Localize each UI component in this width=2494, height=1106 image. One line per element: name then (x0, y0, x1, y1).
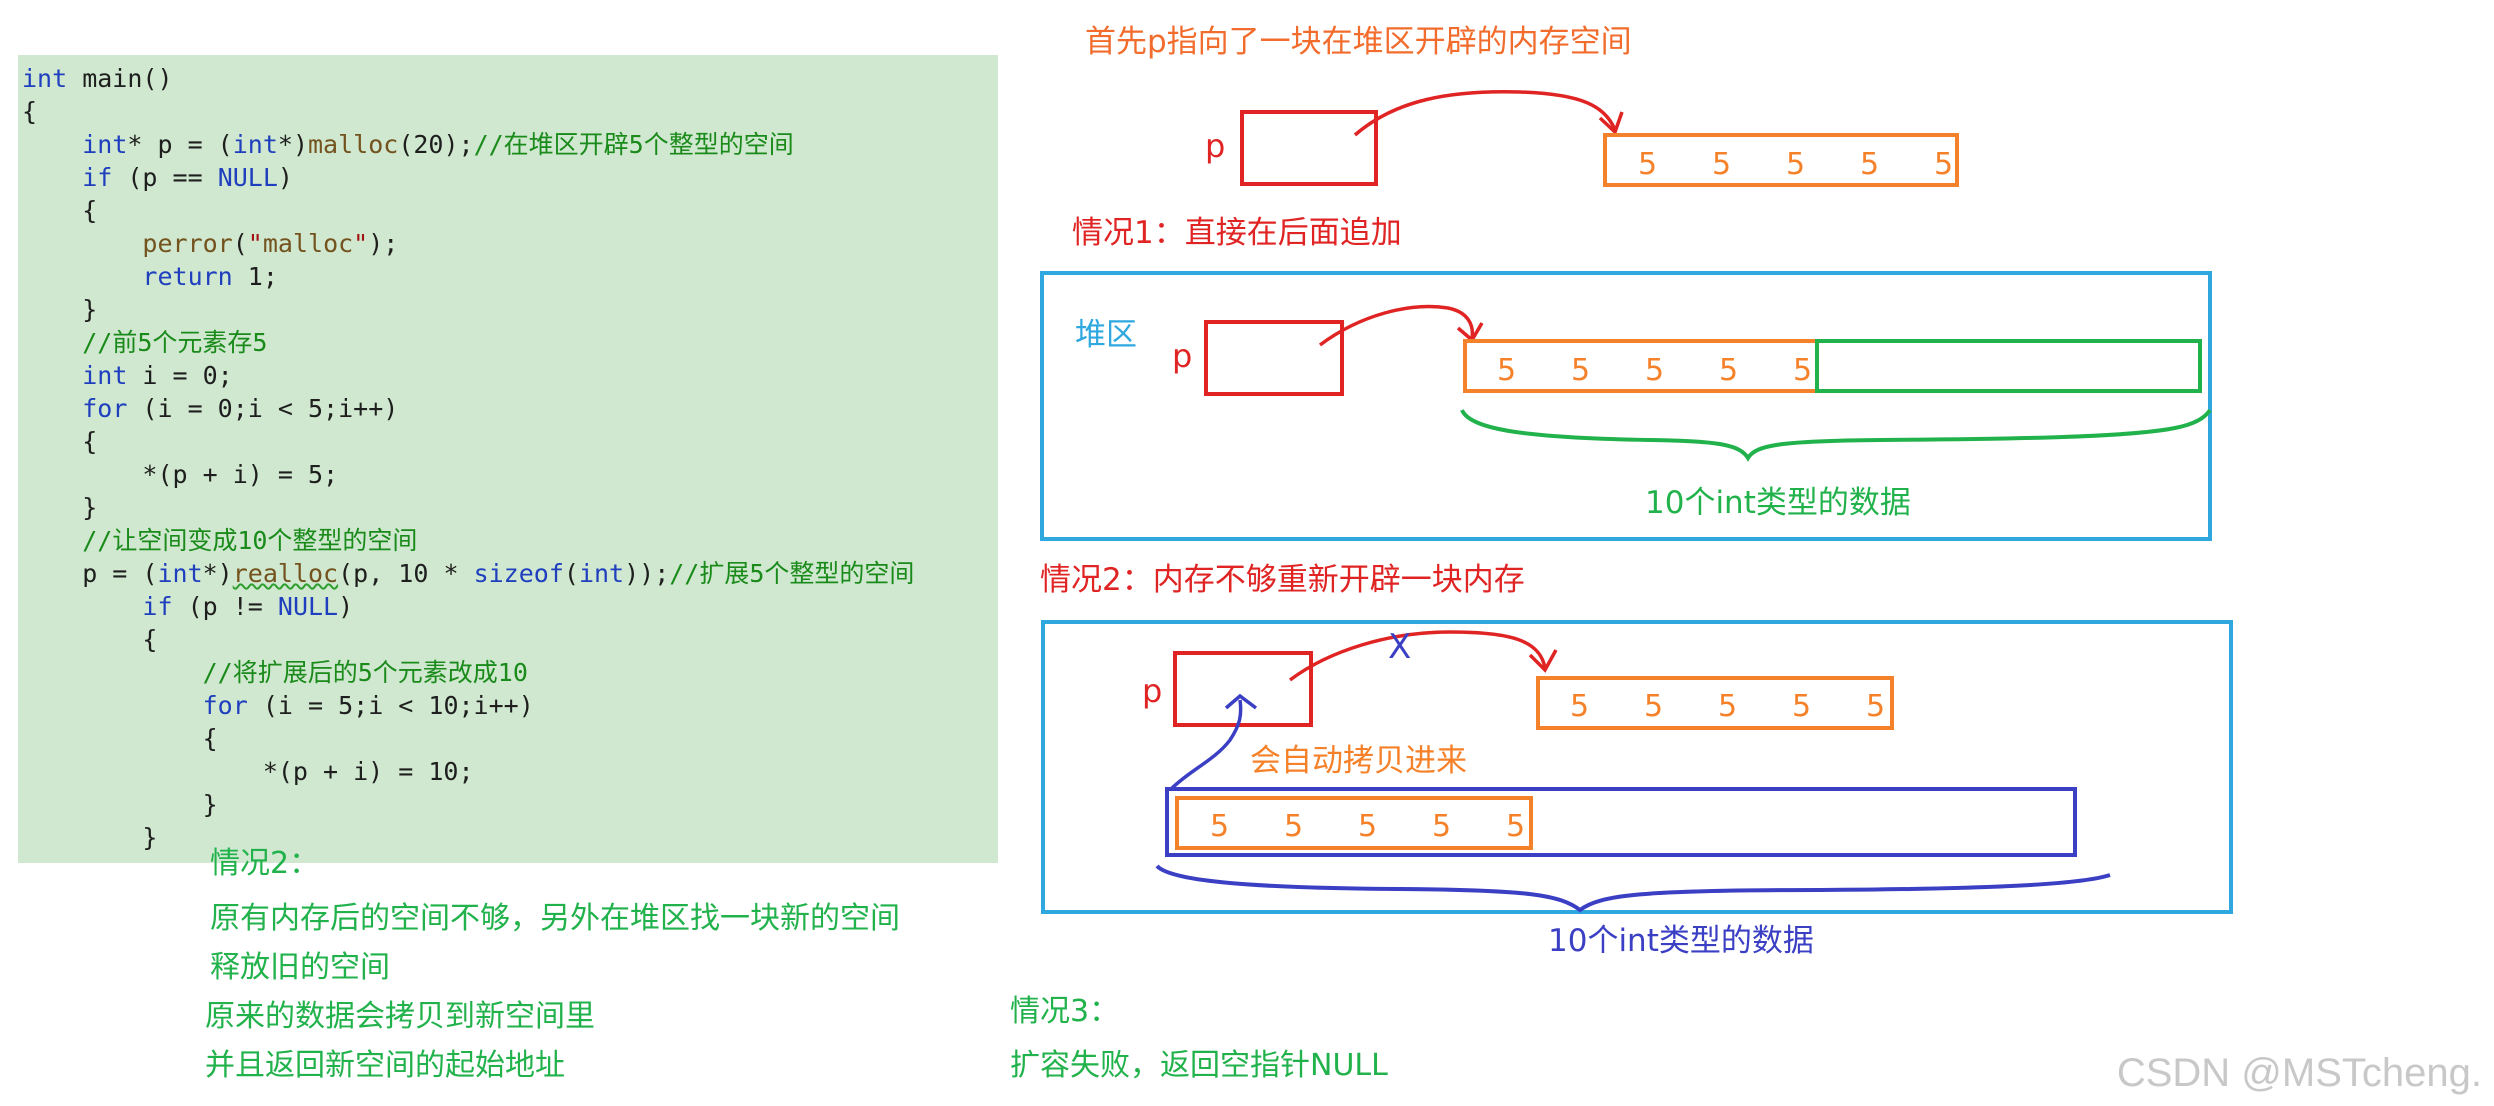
new-array-box (1175, 796, 1533, 850)
new-memory-box (1165, 787, 2077, 857)
code-line: p = (int*)realloc(p, 10 * sizeof(int));/… (22, 559, 915, 588)
code-line: //将扩展后的5个元素改成10 (202, 658, 528, 687)
code-line: { (22, 625, 158, 654)
pointer-label-top: p (1205, 127, 1225, 165)
old-array-cells: 5 5 5 5 5 (1570, 689, 1885, 724)
caption-case1: 10个int类型的数据 (1645, 485, 1911, 521)
array-cell-value: 5 (1638, 147, 1657, 182)
pointer-arrow-case2 (1288, 630, 1547, 682)
code-line: //前5个元素存5 (82, 328, 268, 357)
case2-note-line-1: 原有内存后的空间不够，另外在堆区找一块新的空间 (210, 901, 900, 936)
code-line: int* p = (int*)malloc(20);//在堆区开辟5个整型的空间 (82, 130, 794, 159)
code-line: if (p == NULL) (82, 163, 293, 192)
case2-note-line-2: 释放旧的空间 (210, 950, 390, 985)
code-line: { (22, 97, 38, 126)
array-cell-value: 5 (1718, 689, 1737, 724)
copy-arrowhead (1224, 693, 1258, 710)
code-line: if (p != NULL) (142, 592, 354, 621)
case1-title: 情况1：直接在后面追加 (1072, 215, 1402, 251)
code-line: } (22, 493, 98, 522)
case2-title: 情况2：内存不够重新开辟一块内存 (1040, 562, 1525, 598)
case2-note-title: 情况2： (210, 846, 320, 881)
array-cell-value: 5 (1497, 353, 1516, 388)
case2-note-line-3: 原来的数据会拷贝到新空间里 (205, 999, 595, 1034)
array-cells-top: 5 5 5 5 5 (1638, 147, 1953, 182)
copy-note: 会自动拷贝进来 (1250, 743, 1467, 779)
array-cells-case1: 5 5 5 5 5 (1497, 353, 1812, 388)
pointer-label-case2: p (1142, 672, 1162, 710)
code-line: { (22, 196, 98, 225)
array-cell-value: 5 (1719, 353, 1738, 388)
pointer-arrow-case1 (1318, 304, 1475, 347)
array-cell-value: 5 (1570, 689, 1589, 724)
code-line: //让空间变成10个整型的空间 (82, 526, 418, 555)
code-line: int i = 0; (82, 361, 233, 390)
heap-frame-case1 (1040, 271, 2212, 541)
array-cell-value: 5 (1645, 353, 1664, 388)
array-cell-value: 5 (1793, 353, 1812, 388)
pointer-arrow-top (1353, 90, 1617, 137)
code-line: perror("malloc"); (142, 229, 399, 258)
watermark: CSDN @MSTcheng. (2116, 1051, 2482, 1095)
array-cell-value: 5 (1506, 809, 1525, 844)
array-cell-value: 5 (1210, 809, 1229, 844)
array-cell-value: 5 (1571, 353, 1590, 388)
array-cell-value: 5 (1934, 147, 1953, 182)
new-array-cells: 5 5 5 5 5 (1210, 809, 1525, 844)
old-array-box (1536, 676, 1894, 730)
array-cell-value: 5 (1866, 689, 1885, 724)
array-cell-value: 5 (1358, 809, 1377, 844)
array-cell-value: 5 (1786, 147, 1805, 182)
code-line: { (22, 724, 218, 753)
array-cell-value: 5 (1644, 689, 1663, 724)
array-cell-value: 5 (1860, 147, 1879, 182)
code-panel (18, 55, 998, 863)
pointer-box-case1 (1204, 320, 1344, 396)
array-cell-value: 5 (1712, 147, 1731, 182)
copy-arrow (1168, 699, 1243, 792)
caption-case2: 10个int类型的数据 (1548, 923, 1814, 959)
code-line: int main() (22, 64, 173, 93)
code-line: } (22, 790, 218, 819)
code-line: *(p + i) = 10; (22, 757, 474, 786)
extended-box-case1 (1815, 339, 2202, 393)
pointer-box-top (1240, 110, 1378, 186)
code-line: { (22, 427, 98, 456)
array-box-top (1603, 133, 1959, 187)
pointer-label-case1: p (1172, 337, 1192, 375)
case3-note-line: 扩容失败，返回空指针NULL (1010, 1048, 1388, 1083)
brace-case1 (1460, 408, 2212, 462)
code-line: return 1; (142, 262, 278, 291)
code-line: *(p + i) = 5; (22, 460, 339, 489)
code-line: } (22, 823, 158, 852)
heap-label: 堆区 (1075, 317, 1137, 353)
brace-case2 (1155, 864, 2111, 913)
case3-note-title: 情况3： (1010, 994, 1120, 1029)
code-line: for (i = 0;i < 5;i++) (82, 394, 399, 423)
pointer-box-case2 (1173, 651, 1313, 727)
array-cell-value: 5 (1792, 689, 1811, 724)
top-title: 首先p指向了一块在堆区开辟的内存空间 (1085, 24, 1632, 60)
code-line: } (22, 295, 98, 324)
case2-note-line-4: 并且返回新空间的起始地址 (205, 1048, 565, 1083)
x-mark: X (1388, 627, 1411, 667)
arrowhead-top (1598, 111, 1624, 136)
array-cell-value: 5 (1284, 809, 1303, 844)
code-line: for (i = 5;i < 10;i++) (202, 691, 534, 720)
array-box-case1 (1463, 339, 1819, 393)
arrowhead-case2 (1528, 649, 1558, 673)
array-cell-value: 5 (1432, 809, 1451, 844)
heap-frame-case2 (1041, 620, 2233, 914)
